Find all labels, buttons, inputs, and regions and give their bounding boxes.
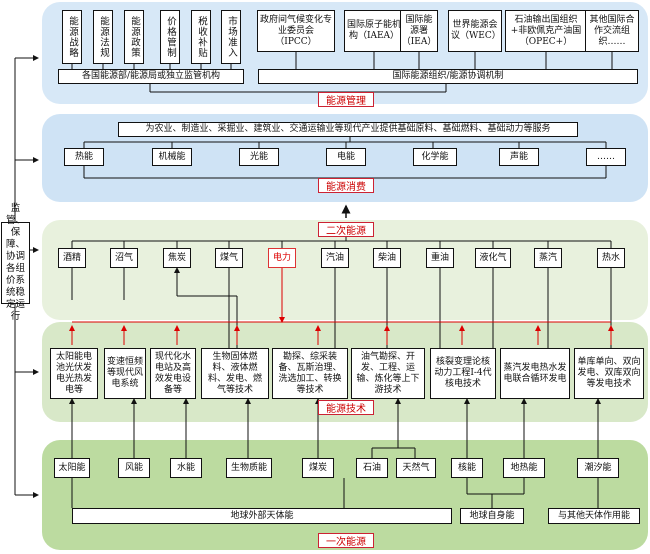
- tech-tidal: 单库单向、双向发电、双库双向等发电技术: [574, 348, 644, 399]
- primary-energy-label: 一次能源: [318, 533, 374, 548]
- management-domestic-base: 各国能源部/能源局或独立监管机构: [58, 69, 244, 84]
- consumption-form-etc: ……: [586, 148, 626, 166]
- secondary-lpg: 液化气: [475, 248, 511, 268]
- secondary-energy-label: 二次能源: [318, 222, 374, 237]
- consumption-form-light: 光能: [239, 148, 279, 166]
- secondary-alcohol: 酒精: [58, 248, 86, 268]
- management-item-law: 能源法规: [93, 10, 113, 64]
- primary-group-external: 地球外部天体能: [72, 508, 452, 524]
- tech-hydro: 现代化水电站及高效发电设备等: [150, 348, 196, 399]
- tech-nuclear: 核裂变理论核动力工程Ⅰ-4代核电技术: [430, 348, 496, 399]
- primary-wind: 风能: [118, 458, 150, 478]
- tech-solar: 太阳能电池光伏发电光热发电等: [50, 348, 98, 399]
- management-org-iea: 国际能源署（IEA）: [400, 10, 438, 52]
- management-org-other: 其他国际合作交流组织……: [585, 10, 639, 52]
- consumption-form-chemical: 化学能: [413, 148, 457, 166]
- consumption-form-mechanical: 机械能: [152, 148, 192, 166]
- secondary-electricity: 电力: [268, 248, 296, 268]
- management-org-iaea: 国际原子能机构（IAEA）: [344, 10, 404, 52]
- side-coordination-label: 监管、保障、协调各组价系统稳定运行: [1, 203, 30, 322]
- energy-technology-label: 能源技术: [318, 400, 374, 415]
- consumption-form-sound: 声能: [499, 148, 539, 166]
- consumption-service-text: 为农业、制造业、采掘业、建筑业、交通运输业等现代产业提供基础原料、基础燃料、基础…: [118, 122, 578, 137]
- management-org-ipcc: 政府间气候变化专业委员会（IPCC）: [257, 10, 335, 52]
- management-item-policy: 能源政策: [124, 10, 144, 64]
- consumption-form-heat: 热能: [64, 148, 104, 166]
- management-org-wec: 世界能源会议（WEC）: [448, 10, 502, 52]
- energy-consumption-label: 能源消费: [318, 178, 374, 193]
- primary-natural-gas: 天然气: [396, 458, 436, 478]
- management-international-base: 国际能源组织/能源协调机制: [258, 69, 638, 84]
- tech-coal: 勘探、综采装备、瓦斯治理、洗选加工、转换等技术: [272, 348, 348, 399]
- secondary-coke: 焦炭: [163, 248, 191, 268]
- secondary-steam: 蒸汽: [534, 248, 562, 268]
- primary-group-earth: 地球自身能: [460, 508, 524, 524]
- secondary-diesel: 柴油: [373, 248, 401, 268]
- secondary-gasoline: 汽油: [321, 248, 349, 268]
- primary-geothermal: 地热能: [503, 458, 545, 478]
- primary-group-other: 与其他天体作用能: [548, 508, 640, 524]
- primary-tidal: 潮汐能: [577, 458, 619, 478]
- secondary-biogas: 沼气: [110, 248, 138, 268]
- management-item-market: 市场准入: [221, 10, 241, 64]
- primary-hydro: 水能: [170, 458, 202, 478]
- management-item-strategy: 能源战略: [62, 10, 82, 64]
- management-item-tax: 税收补贴: [191, 10, 211, 64]
- secondary-hot-water: 热水: [597, 248, 625, 268]
- consumption-form-electric: 电能: [326, 148, 366, 166]
- primary-oil: 石油: [356, 458, 388, 478]
- tech-wind: 变速恒频等现代风电系统: [104, 348, 146, 399]
- tech-oil-gas: 油气勘探、开发、工程、运输、炼化等上下游技术: [351, 348, 425, 399]
- secondary-heavy-oil: 重油: [426, 248, 454, 268]
- management-item-price: 价格管制: [160, 10, 180, 64]
- primary-nuclear: 核能: [451, 458, 483, 478]
- primary-solar: 太阳能: [54, 458, 90, 478]
- secondary-coal-gas: 煤气: [215, 248, 243, 268]
- energy-management-label: 能源管理: [318, 92, 374, 107]
- management-org-opec: 石油输出国组织+非欧佩克产油国（OPEC+）: [505, 10, 587, 52]
- tech-biomass: 生物固体燃料、液体燃料、发电、燃气等技术: [201, 348, 269, 399]
- tech-geothermal: 蒸汽发电热水发电联合循环发电: [500, 348, 570, 399]
- primary-coal: 煤炭: [302, 458, 334, 478]
- primary-biomass: 生物质能: [226, 458, 272, 478]
